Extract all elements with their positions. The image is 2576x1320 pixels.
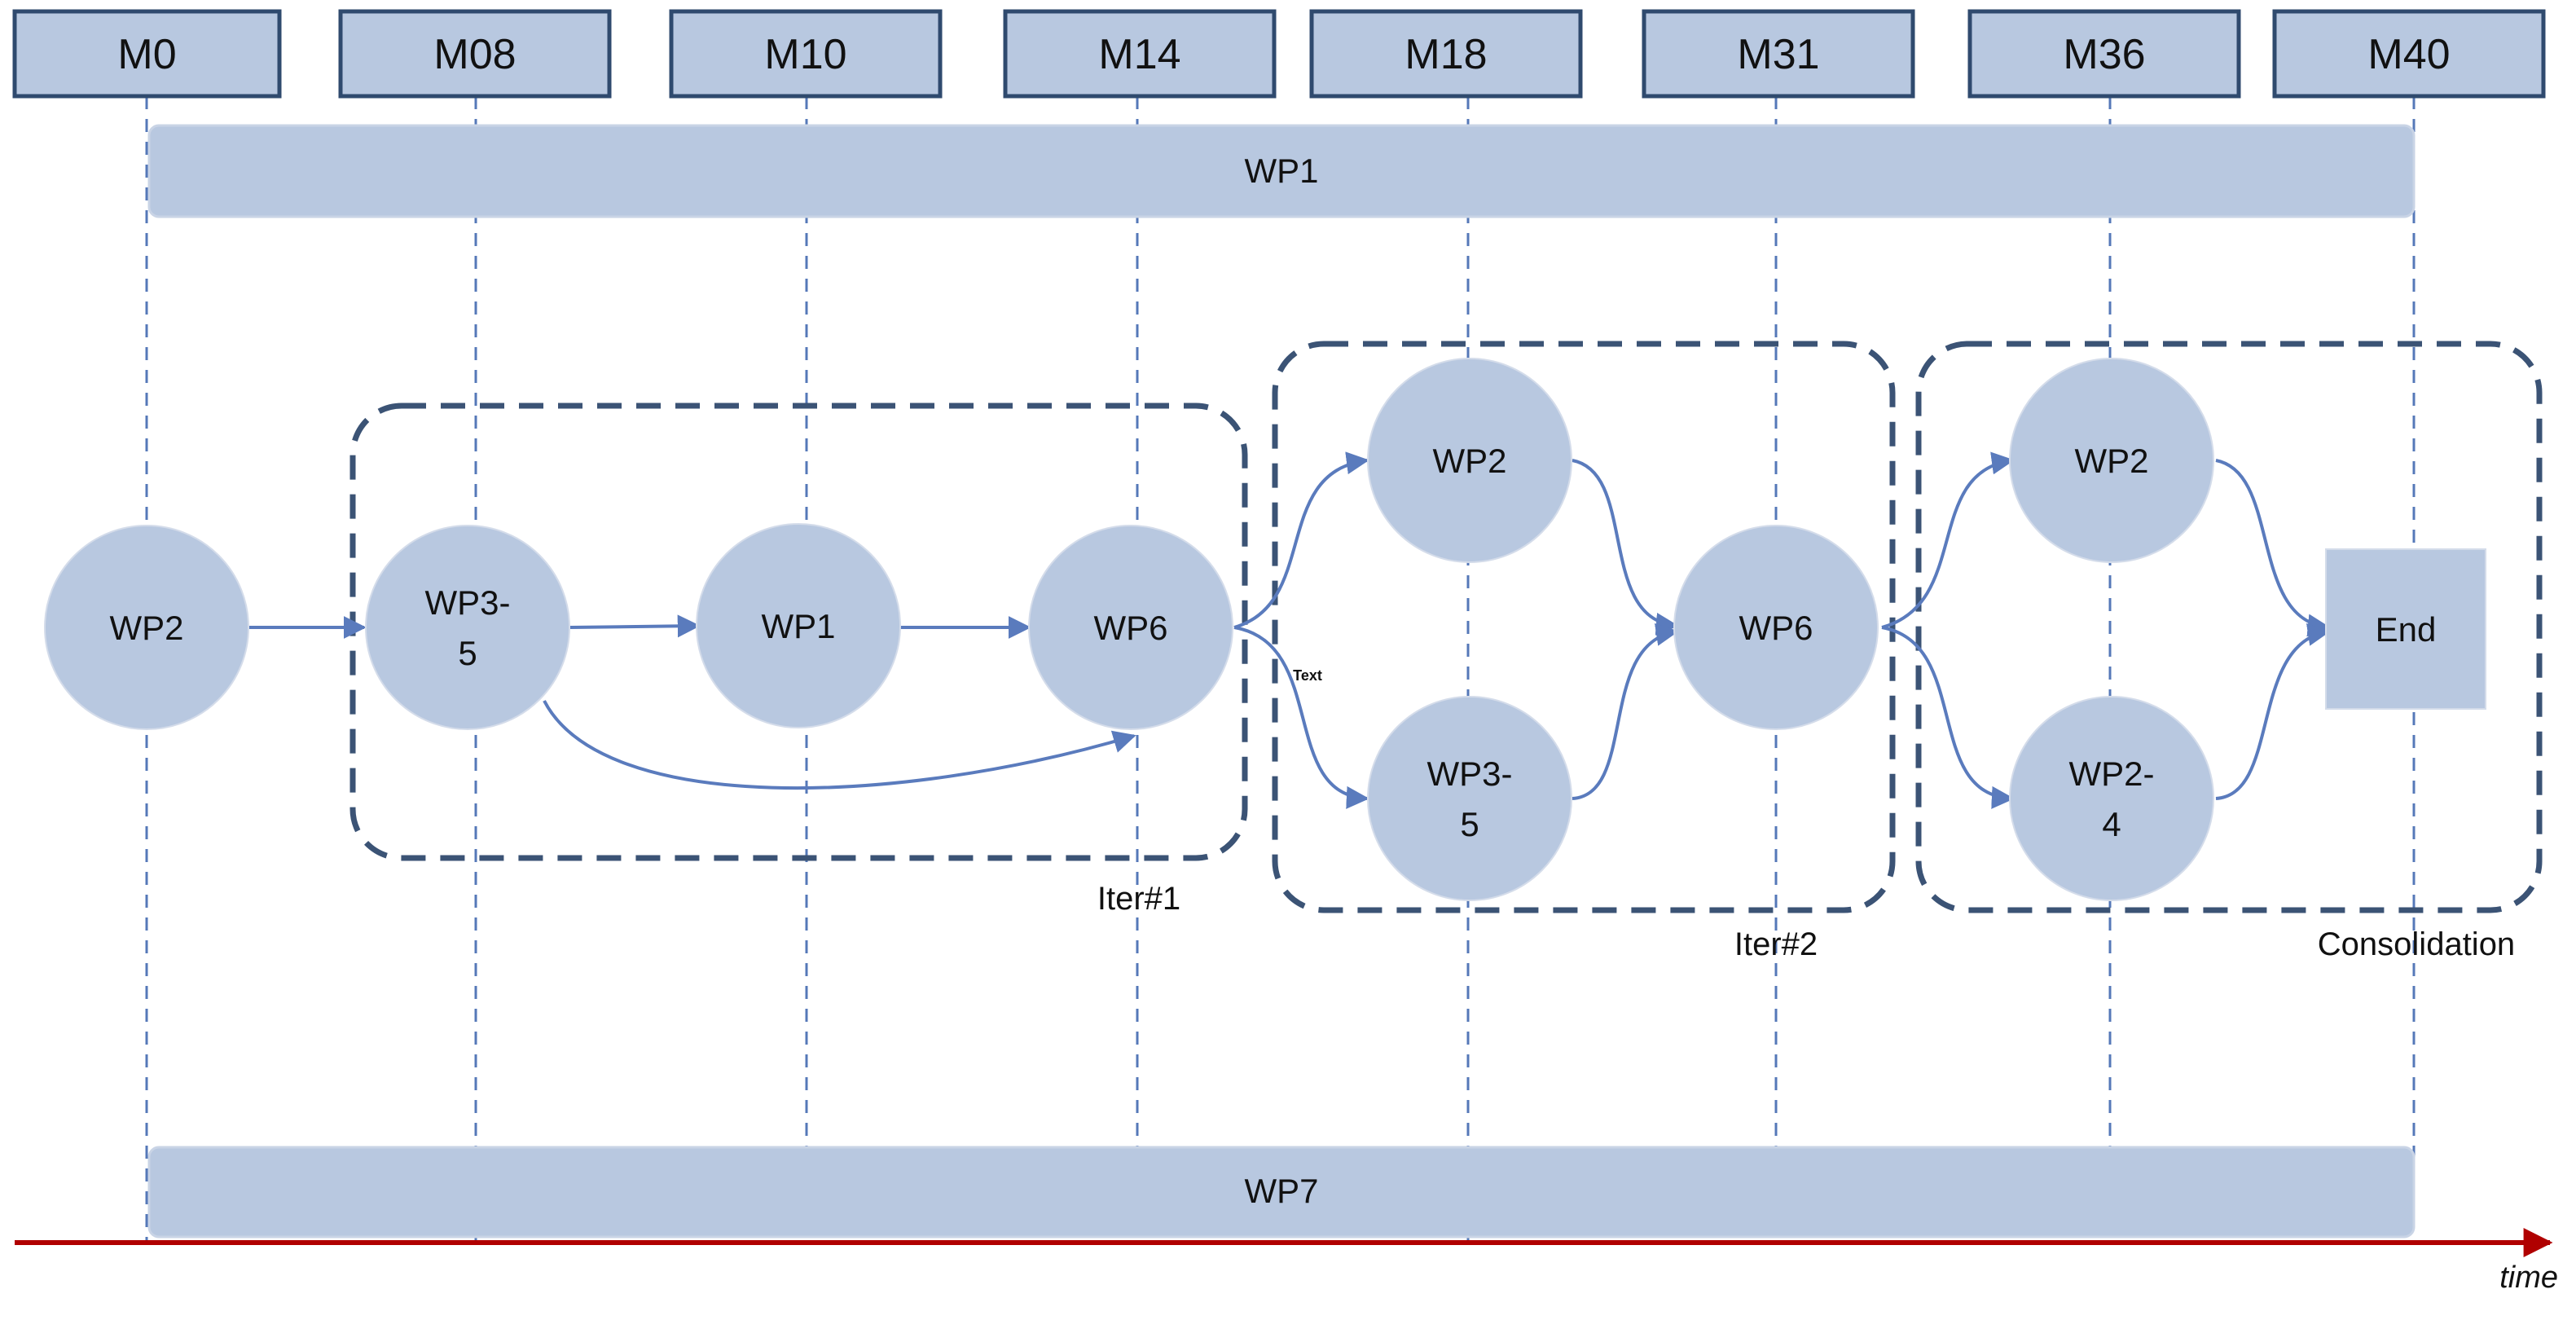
milestone-box: M18 — [1309, 9, 1583, 99]
milestone-box: M40 — [2272, 9, 2546, 99]
iter2-label: Iter#2 — [1734, 926, 1818, 962]
workpackage-node: WP2- 4 — [2009, 696, 2214, 901]
workpackage-node: WP1 — [696, 523, 901, 728]
flow-edges — [246, 451, 2331, 809]
iter2-group-box — [1272, 341, 1896, 913]
milestone-label: M0 — [117, 31, 176, 78]
node-label: WP6 — [1093, 609, 1167, 647]
edge-wp6b-to-wp24 — [1881, 626, 2015, 809]
node-label: WP2 — [1432, 442, 1506, 480]
edge-wp2c-to-end — [2215, 459, 2331, 637]
edge-text-label: Text — [1293, 667, 1322, 684]
node-label: End — [2376, 610, 2437, 649]
edge-wp6-to-wp2b — [1233, 451, 1369, 629]
milestone-label: M10 — [764, 31, 846, 78]
wp1-duration-bar: WP1 — [147, 124, 2416, 218]
milestone-label: M36 — [2063, 31, 2145, 78]
workpackage-node: WP2 — [44, 525, 249, 730]
milestone-label: M18 — [1404, 31, 1487, 78]
node-label: 5 — [458, 634, 477, 672]
workpackage-node: WP6 — [1673, 525, 1879, 730]
edge-wp35-to-wp1 — [569, 614, 701, 638]
node-label: WP3- — [1427, 755, 1513, 793]
milestone-label: M08 — [433, 31, 516, 78]
node-label: WP3- — [425, 583, 511, 622]
workpackage-node: WP6 — [1028, 525, 1233, 730]
milestone-box: M14 — [1003, 9, 1277, 99]
milestone-box: M36 — [1967, 9, 2241, 99]
edge-wp6-to-wp35b — [1233, 626, 1369, 809]
consolidation-group-box — [1915, 341, 2543, 913]
node-label: WP2- — [2069, 755, 2155, 793]
milestone-box: M31 — [1642, 9, 1915, 99]
milestone-label: M31 — [1737, 31, 1819, 78]
milestone-box: M0 — [12, 9, 282, 99]
workpackage-node: WP3- 5 — [1367, 696, 1572, 901]
consolidation-label: Consolidation — [2318, 926, 2515, 962]
time-axis-label: time — [2499, 1261, 2558, 1295]
node-label: WP2 — [2074, 442, 2148, 480]
wp1-bar-label: WP1 — [1244, 152, 1318, 190]
edge-wp24-to-end — [2215, 623, 2331, 800]
node-label: WP2 — [109, 609, 183, 647]
iter1-label: Iter#1 — [1097, 881, 1180, 917]
milestone-box: M10 — [669, 9, 943, 99]
end-node: End — [2325, 548, 2486, 710]
node-label: WP6 — [1739, 609, 1813, 647]
time-axis: time — [15, 1228, 2558, 1295]
wp7-bar-label: WP7 — [1244, 1172, 1318, 1210]
workpackage-node: WP2 — [1367, 358, 1572, 563]
workpackage-node: WP3- 5 — [365, 525, 570, 730]
workpackage-node: WP2 — [2009, 358, 2214, 563]
milestone-header: M0 M08 M10 M14 M18 M31 M36 M40 — [12, 9, 2546, 99]
milestone-label: M40 — [2367, 31, 2450, 78]
node-label: 4 — [2102, 805, 2121, 843]
milestone-box: M08 — [338, 9, 612, 99]
milestone-label: M14 — [1098, 31, 1180, 78]
edge-wp35-to-wp6-curve — [543, 700, 1136, 790]
node-label: 5 — [1460, 805, 1479, 843]
edge-wp6b-to-wp2c — [1881, 451, 2015, 629]
wp7-duration-bar: WP7 — [147, 1146, 2416, 1239]
node-label: WP1 — [761, 607, 835, 645]
edge-wp2b-to-wp6b — [1572, 459, 1679, 636]
edge-wp35b-to-wp6b — [1572, 623, 1679, 800]
